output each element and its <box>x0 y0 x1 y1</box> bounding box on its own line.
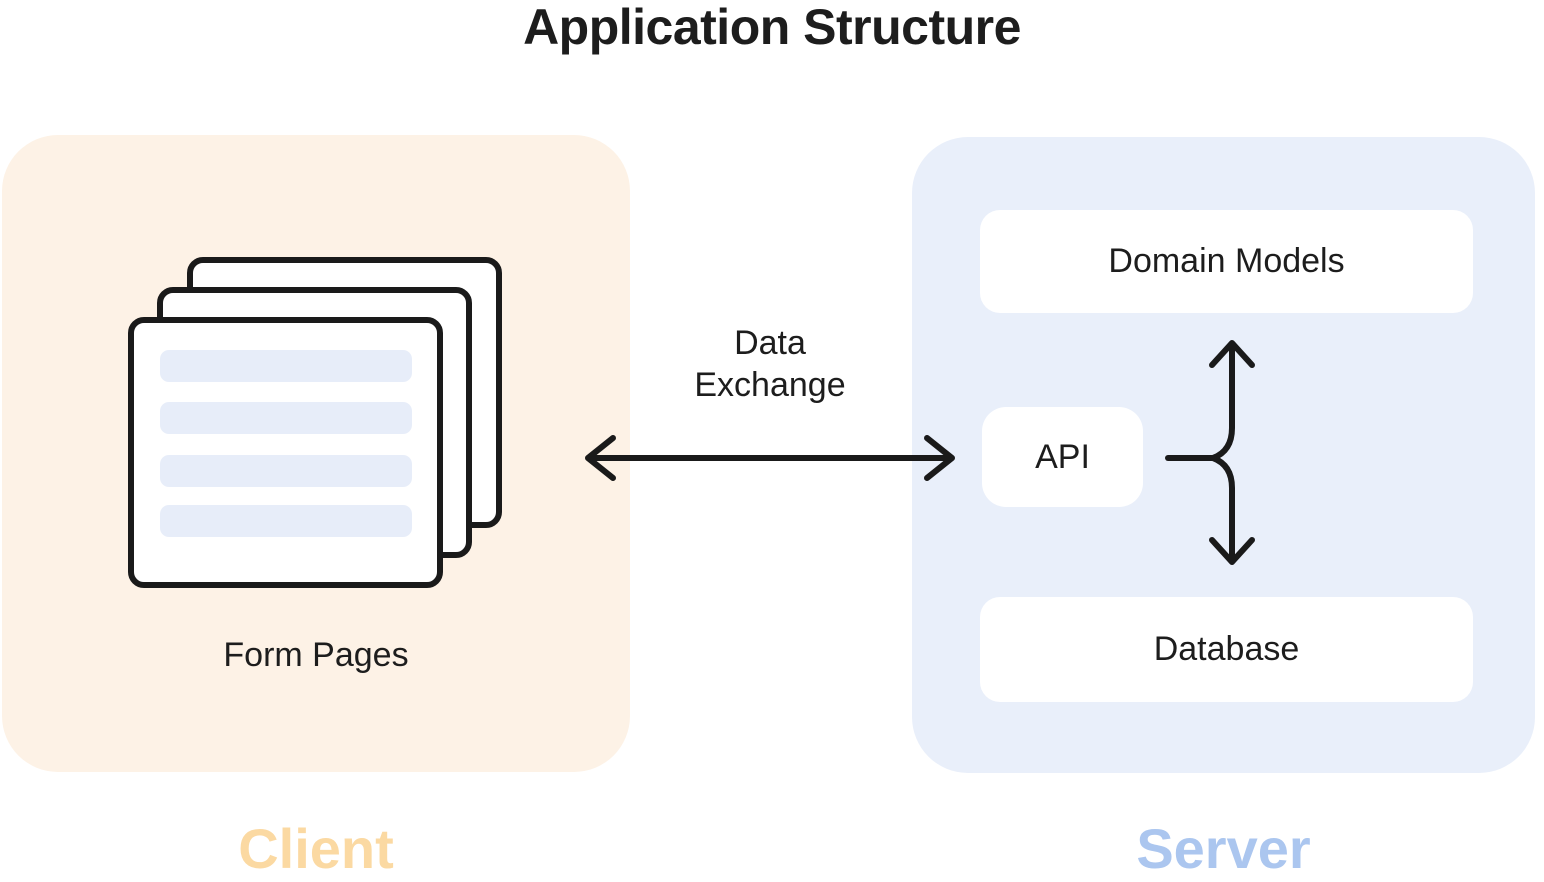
api-label: API <box>1035 437 1090 476</box>
database-label: Database <box>1153 630 1300 668</box>
data-exchange-arrow <box>585 435 955 481</box>
form-field-bar <box>160 505 412 537</box>
api-box: API <box>982 407 1143 507</box>
page-title: Application Structure <box>523 0 1021 55</box>
client-section-label: Client <box>238 817 394 880</box>
form-pages-label: Form Pages <box>223 636 409 674</box>
server-section-label: Server <box>1136 817 1311 880</box>
data-exchange-line2: Exchange <box>694 366 846 404</box>
domain-models-box: Domain Models <box>980 210 1473 313</box>
data-exchange-line1: Data <box>734 324 806 362</box>
database-box: Database <box>980 597 1473 702</box>
form-card-front <box>128 317 443 588</box>
form-field-bar <box>160 455 412 487</box>
form-field-bar <box>160 350 412 382</box>
domain-models-label: Domain Models <box>1108 242 1345 280</box>
form-field-bar <box>160 402 412 434</box>
data-exchange-label: Data Exchange <box>620 322 920 406</box>
